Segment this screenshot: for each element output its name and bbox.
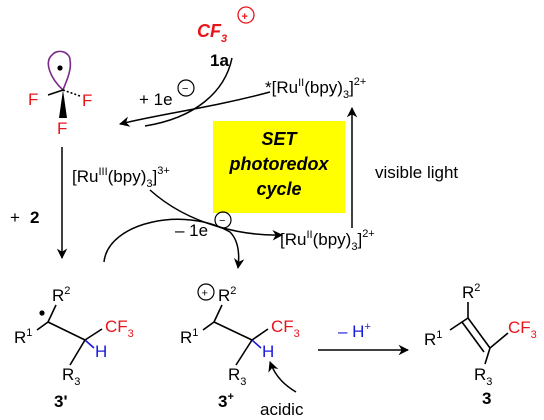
positive-charge-icon <box>197 283 215 301</box>
svg-text:CF3: CF3 <box>271 317 300 340</box>
fluorine-label: F <box>82 91 92 110</box>
svg-text:R2: R2 <box>52 285 70 305</box>
svg-text:R3: R3 <box>228 365 246 388</box>
ru3-catalyst-label: [RuIII(bpy)3]3+ <box>72 165 170 190</box>
product-alkene: R2 R1 CF3 R3 3 <box>424 282 537 408</box>
electron-charge-icon <box>177 79 195 97</box>
reagent-label: 1a <box>210 51 229 70</box>
radical-orbital-icon <box>47 50 72 92</box>
svg-text:SET: SET <box>261 129 298 149</box>
cf3-cation-reagent: CF3 + 1a <box>197 6 255 70</box>
acidic-pointer-arrow <box>268 361 297 393</box>
cf3-reduction-curve <box>144 57 233 127</box>
svg-text:R3: R3 <box>474 365 492 388</box>
cf3-cation-formula: CF3 <box>197 21 227 45</box>
svg-text:cycle: cycle <box>256 179 301 199</box>
acidic-label: acidic <box>260 400 304 419</box>
svg-text:photoredox: photoredox <box>229 154 330 174</box>
compound-label: 3' <box>54 392 68 411</box>
svg-text:+ 1e: + 1e <box>139 90 173 109</box>
svg-text:– 1e: – 1e <box>175 221 208 240</box>
svg-text:CF3: CF3 <box>508 318 537 341</box>
svg-text:H: H <box>95 342 107 361</box>
substrate-addition: + 2 <box>10 208 39 227</box>
ru2-catalyst-label: [RuII(bpy)3]2+ <box>280 228 375 253</box>
intermediate-radical: R2 R1 CF3 H R3 3' <box>14 285 134 411</box>
compound-label: 3+ <box>218 391 234 411</box>
svg-text:R1: R1 <box>180 327 198 347</box>
electron-gain-label: + 1e − <box>139 79 195 109</box>
visible-light-label: visible light <box>375 163 458 182</box>
fluorine-label: F <box>57 119 67 138</box>
fluorine-label: F <box>28 90 38 109</box>
svg-text:−: − <box>182 83 188 95</box>
svg-text:2: 2 <box>30 208 39 227</box>
cf3-radical: F F F <box>28 50 92 138</box>
intermediate-cation: + R2 R1 CF3 H R3 3+ acidic <box>180 283 304 419</box>
radical-electron-dot <box>57 65 63 71</box>
radical-electron-dot <box>39 310 45 316</box>
compound-label: 3 <box>482 389 491 408</box>
radical-oxidation-arrow <box>103 218 245 270</box>
dashed-bond-line <box>62 89 81 97</box>
positive-charge-icon <box>237 6 255 24</box>
svg-text:R1: R1 <box>14 327 32 347</box>
positive-charge-sign: + <box>242 11 248 23</box>
svg-text:R3: R3 <box>62 365 80 388</box>
bond-line <box>47 89 64 96</box>
photoredox-cycle-box: SET photoredox cycle <box>213 121 345 213</box>
svg-text:CF3: CF3 <box>105 317 134 340</box>
svg-text:H: H <box>262 342 274 361</box>
deprotonation-label: – H+ <box>338 321 371 341</box>
highlight-box <box>213 121 345 213</box>
svg-text:R2: R2 <box>462 282 480 302</box>
svg-text:+: + <box>10 208 20 227</box>
svg-text:+: + <box>202 288 208 300</box>
excited-to-ru3-arrow <box>118 91 271 127</box>
electron-charge-icon <box>214 211 232 229</box>
excited-catalyst-label: *[RuII(bpy)3]2+ <box>265 76 366 101</box>
svg-text:−: − <box>219 215 225 227</box>
electron-loss-label: – 1e − <box>175 211 232 240</box>
svg-text:R2: R2 <box>218 285 236 305</box>
svg-text:R1: R1 <box>424 329 442 349</box>
wedge-bond <box>59 90 67 118</box>
